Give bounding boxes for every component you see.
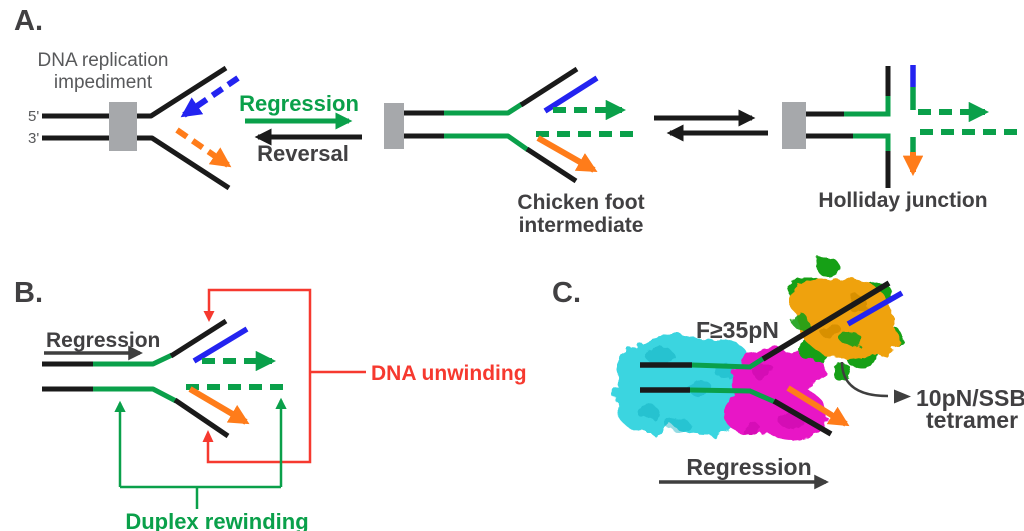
fork-dna-c: [640, 280, 904, 437]
nascent-lagging-strand-dashed-arrow: [175, 127, 232, 168]
impediment-label-line2: impediment: [54, 72, 153, 93]
parental-strand-top: [42, 65, 228, 119]
reversal-label: Reversal: [257, 141, 349, 166]
lagging-strand-orange-arrow: [536, 135, 598, 173]
c-bottom-black-arm: [772, 398, 833, 437]
holliday-junction-diagram: Holliday junction: [782, 65, 1022, 212]
force-label: F≥35pN: [696, 317, 779, 343]
chicken-foot-label-line1: Chicken foot: [517, 191, 644, 214]
b-bottom-green: [93, 386, 178, 404]
dna-unwinding-annotation: DNA unwinding: [202, 288, 527, 464]
holliday-junction-label: Holliday junction: [818, 189, 987, 212]
three-prime-label: 3': [28, 130, 39, 147]
regression-label: Regression: [239, 91, 359, 116]
ssb-label-line2: tetramer: [926, 407, 1018, 433]
impediment-block-2: [384, 103, 404, 149]
red-arrow-up: [202, 430, 214, 442]
panel-a-label: A.: [14, 5, 43, 37]
hj-bottom-green: [853, 133, 891, 151]
fork-arm-top-black: [519, 66, 579, 108]
fork-arm-bottom-black: [525, 146, 578, 184]
duplex-rewinding-annotation: Duplex rewinding: [114, 397, 309, 531]
impediment-block-3: [782, 102, 806, 149]
panel-b: B. Regression DNA unwinding: [14, 277, 527, 531]
c-orange-arrow: [786, 385, 850, 427]
red-arrow-down: [203, 311, 215, 322]
regression-annotation-c: Regression: [659, 454, 829, 490]
b-bottom-black-arm: [173, 397, 230, 439]
five-prime-label: 5': [28, 108, 39, 125]
hj-top-green: [844, 96, 891, 117]
parental-strand-bottom: [42, 135, 231, 191]
c-top-black-arm: [761, 280, 891, 362]
b-top-green: [93, 352, 174, 367]
panel-a: A. DNA replication impediment 5' 3' Regr…: [14, 5, 1022, 237]
regression-reversal-arrows: Regression Reversal: [239, 91, 362, 166]
c-blue-strand: [846, 290, 904, 327]
stalled-fork-diagram: DNA replication impediment 5' 3': [28, 50, 240, 191]
panel-c: C.: [552, 258, 1024, 490]
ssb-label-line1: 10pN/SSB: [916, 385, 1024, 411]
ssb-annotation: 10pN/SSB tetramer: [840, 361, 1024, 433]
ssb-leader-curve: [840, 361, 889, 398]
b-orange-arrow: [188, 386, 250, 425]
red-bracket: [206, 288, 312, 464]
regression-label-b: Regression: [46, 329, 160, 352]
leading-strand-blue: [543, 75, 599, 114]
ssb-leader-arrowhead: [894, 389, 911, 404]
chicken-foot-diagram: Chicken foot intermediate: [384, 66, 645, 237]
rewound-duplex-top-green: [444, 101, 524, 116]
replication-impediment-block: [109, 102, 137, 151]
impediment-label-line1: DNA replication: [38, 50, 169, 71]
panel-c-label: C.: [552, 277, 581, 309]
regression-label-c: Regression: [686, 454, 811, 480]
nascent-leading-strand-dashed-arrow: [180, 75, 240, 118]
panel-b-label: B.: [14, 277, 43, 309]
regressed-fork-diagram: [42, 318, 290, 439]
c-top-green: [691, 355, 766, 370]
equilibrium-arrows: [654, 109, 768, 142]
duplex-rewinding-label: Duplex rewinding: [125, 509, 308, 531]
dna-unwinding-label: DNA unwinding: [371, 362, 527, 385]
b-top-black-arm: [169, 318, 228, 359]
chicken-foot-label-line2: intermediate: [519, 214, 644, 237]
b-blue-strand: [192, 326, 249, 364]
c-bottom-green: [689, 387, 777, 405]
rewound-duplex-bottom-green: [444, 133, 530, 153]
